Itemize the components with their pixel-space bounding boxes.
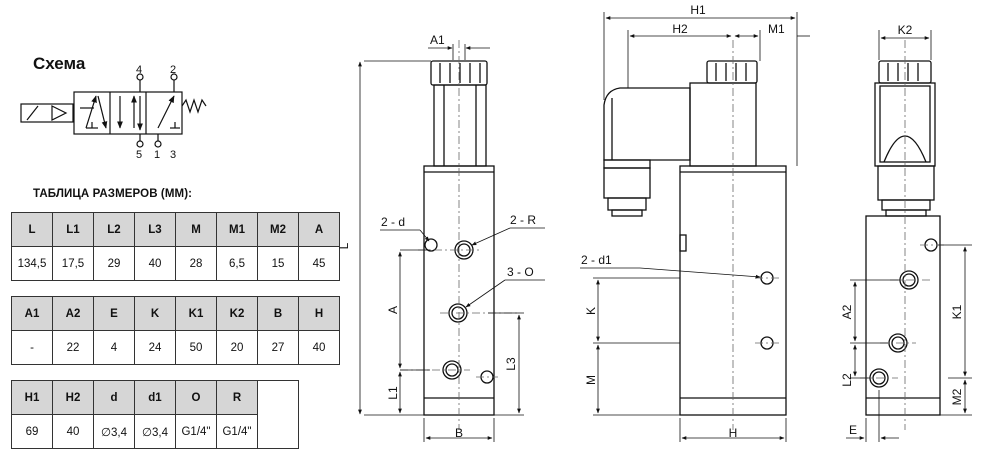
dim-label-M: M: [584, 375, 598, 385]
valve-body-symbol: [73, 91, 183, 135]
callout-2-d: 2 - d: [381, 215, 405, 229]
table-value-cell: 20: [216, 330, 258, 365]
dim-label-L2: L2: [840, 373, 854, 387]
side-view: [603, 60, 787, 416]
table-header-cell: A2: [52, 296, 94, 331]
port-label-3: 3: [170, 149, 176, 161]
table-value-cell: 6,5: [216, 246, 258, 281]
table-value-cell: 134,5: [11, 246, 53, 281]
table-value-cell: 24: [134, 330, 176, 365]
dim-label-K1: K1: [950, 304, 964, 319]
table-header-cell: B: [257, 296, 299, 331]
table-value-cell: ∅3,4: [93, 414, 135, 449]
dim-label-A1: A1: [430, 33, 445, 47]
table-spacer-cell: [257, 414, 299, 449]
dim-label-M2: M2: [950, 388, 964, 405]
table-value-cell: 40: [134, 246, 176, 281]
table-header-cell: K2: [216, 296, 258, 331]
table-value-cell: 40: [52, 414, 94, 449]
table-header-cell: L1: [52, 212, 94, 247]
callout-3-O: 3 - O: [507, 265, 534, 279]
dimension-table-2: A1 A2 E K K1 K2 B H - 22 4 24 50 20 27 4…: [11, 296, 340, 365]
dimension-table-1: L L1 L2 L3 M M1 M2 A 134,5 17,5 29 40 28…: [11, 212, 340, 281]
port-label-4: 4: [136, 64, 142, 76]
mounting-hole: [424, 238, 438, 252]
front-view-coil: [433, 84, 487, 167]
table-header-cell: L2: [93, 212, 135, 247]
table-header-cell: L3: [134, 212, 176, 247]
end-view: [865, 60, 941, 416]
dim-label-K: K: [584, 307, 598, 315]
schema-title: Схема: [33, 54, 86, 73]
dim-label-H: H: [729, 426, 738, 440]
table-header-cell: L: [11, 212, 53, 247]
dim-label-A: A: [386, 306, 400, 314]
table-title: ТАБЛИЦА РАЗМЕРОВ (ММ):: [33, 188, 193, 200]
dim-label-E: E: [849, 423, 857, 437]
solenoid-actuator-symbol: [20, 103, 74, 123]
table-header-cell: H2: [52, 380, 94, 415]
table-value-cell: 50: [175, 330, 217, 365]
table-value-row: - 22 4 24 50 20 27 40: [11, 330, 340, 365]
table-header-cell: M: [175, 212, 217, 247]
side-view-coil: [689, 82, 757, 167]
dim-label-M1: M1: [768, 22, 785, 36]
table-header-cell: M2: [257, 212, 299, 247]
table-value-cell: 45: [298, 246, 340, 281]
side-view-nut: [706, 60, 758, 84]
side-view-connector: [603, 87, 691, 161]
table-value-cell: 15: [257, 246, 299, 281]
dim-label-H2: H2: [672, 22, 688, 36]
end-view-body: [865, 215, 941, 416]
table-value-row: 134,5 17,5 29 40 28 6,5 15 45: [11, 246, 340, 281]
table-spacer-cell: [257, 380, 299, 415]
table-value-cell: 28: [175, 246, 217, 281]
callout-2-d1: 2 - d1: [581, 253, 612, 267]
table-value-cell: 22: [52, 330, 94, 365]
port-label-5: 5: [136, 149, 142, 161]
port-label-1: 1: [154, 149, 160, 161]
dim-label-L: L: [337, 242, 351, 249]
dim-label-B: B: [455, 426, 463, 440]
dim-label-L3: L3: [504, 357, 518, 371]
table-header-row: L L1 L2 L3 M M1 M2 A: [11, 212, 340, 247]
dim-label-A2: A2: [840, 304, 854, 319]
table-value-cell: 29: [93, 246, 135, 281]
table-value-row: 69 40 ∅3,4 ∅3,4 G1/4" G1/4": [11, 414, 299, 449]
port-label-2: 2: [170, 64, 176, 76]
dim-label-L1: L1: [386, 386, 400, 400]
dim-label-K2: K2: [898, 23, 913, 37]
callout-2-R: 2 - R: [510, 213, 536, 227]
pneumatic-schema: [20, 73, 207, 148]
table-value-cell: 40: [298, 330, 340, 365]
table-value-cell: 17,5: [52, 246, 94, 281]
table-header-cell: A: [298, 212, 340, 247]
dimension-table-3: H1 H2 d d1 O R 69 40 ∅3,4 ∅3,4 G1/4" G1/…: [11, 380, 299, 449]
dim-label-H1: H1: [690, 3, 706, 17]
table-header-cell: H1: [11, 380, 53, 415]
table-value-cell: ∅3,4: [134, 414, 176, 449]
table-header-cell: K1: [175, 296, 217, 331]
